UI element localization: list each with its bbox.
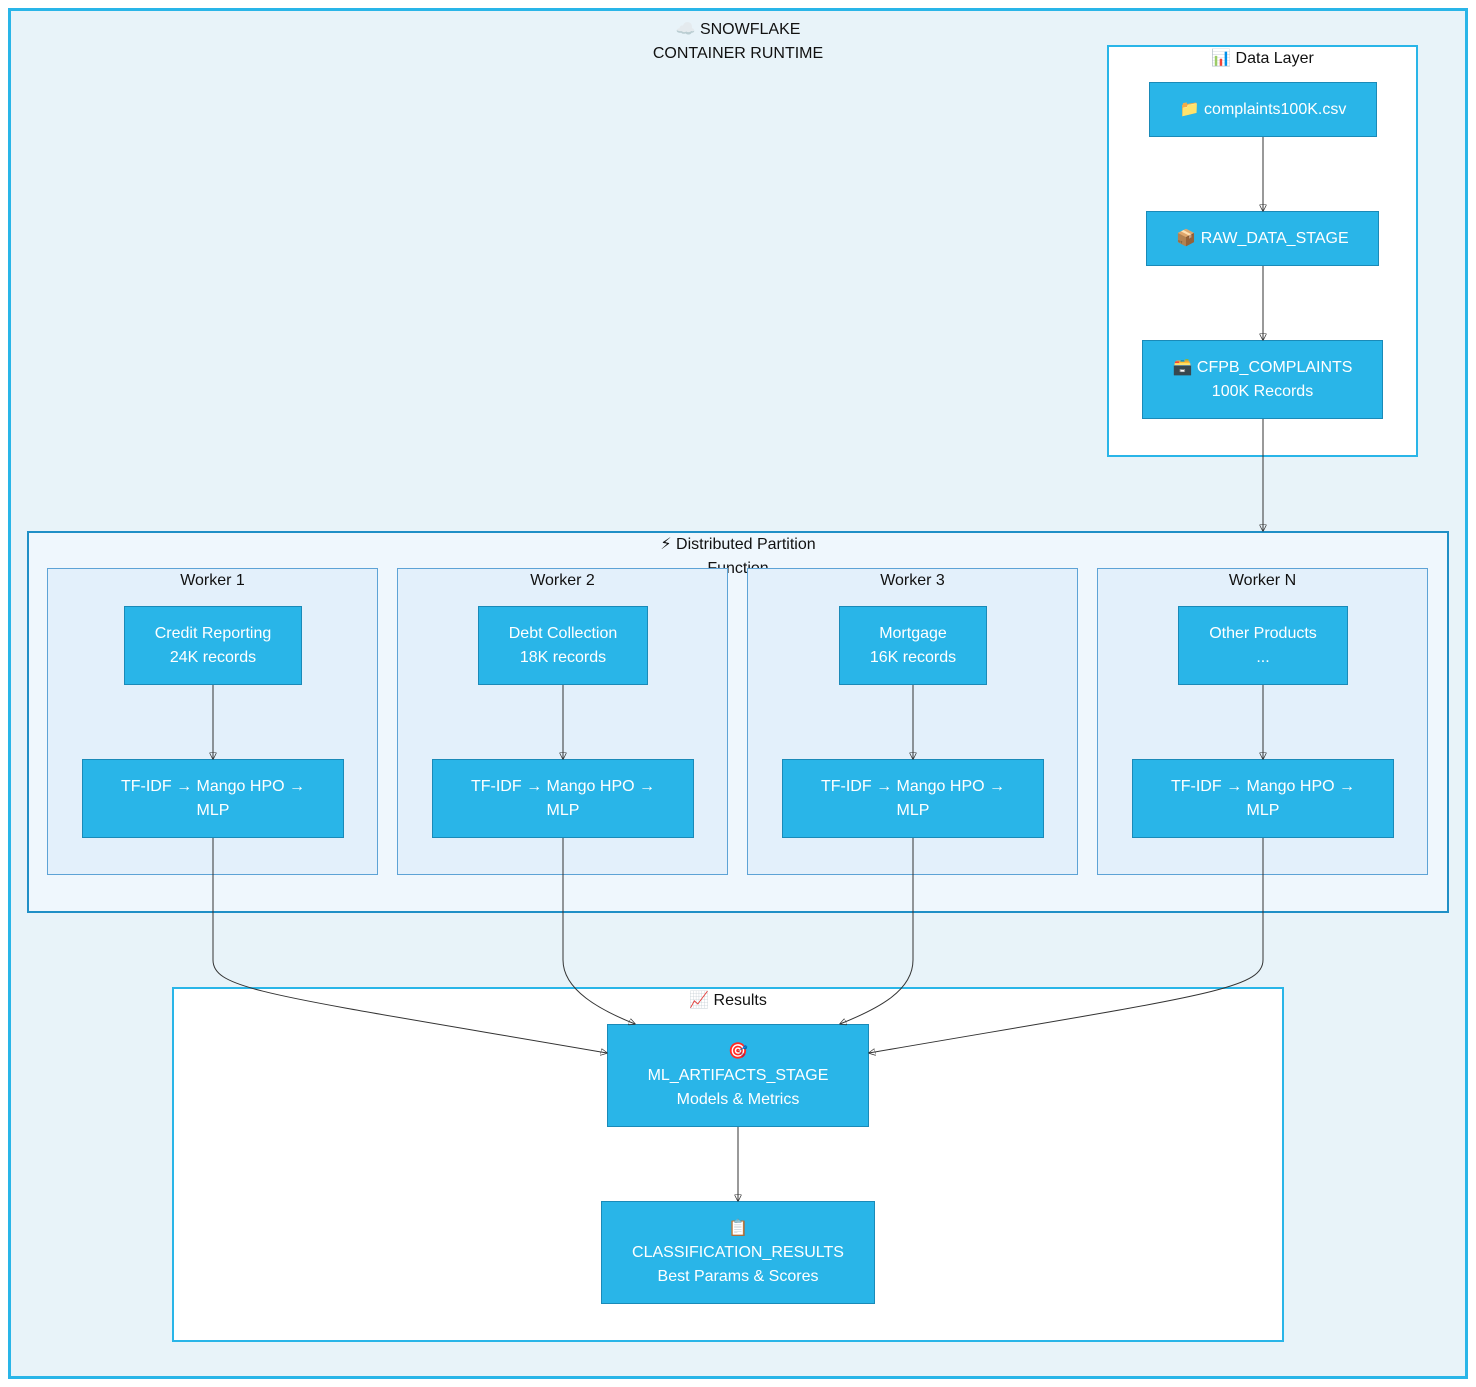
ml-artifacts-stage-subtitle: Models & Metrics <box>676 1090 800 1108</box>
worker-title-text: Worker N <box>1228 572 1297 589</box>
worker-title: Worker 2 <box>398 569 727 593</box>
cfpb-complaints-node[interactable]: 🗃️ CFPB_COMPLAINTS 100K Records <box>1142 340 1383 419</box>
pipeline-steps: TF-IDF → Mango HPO → <box>120 777 306 795</box>
partition-node[interactable]: Mortgage 16K records <box>839 606 987 685</box>
partition-name: Other Products <box>1209 624 1317 642</box>
pipeline-model: MLP <box>196 801 230 819</box>
pipeline-steps: TF-IDF → Mango HPO → <box>820 777 1006 795</box>
partition-count: 24K records <box>169 648 257 666</box>
classification-results-label: CLASSIFICATION_RESULTS <box>632 1243 844 1261</box>
pipeline-steps: TF-IDF → Mango HPO → <box>1170 777 1356 795</box>
classification-results-node[interactable]: 📋 CLASSIFICATION_RESULTS Best Params & S… <box>601 1201 875 1304</box>
partition-name: Credit Reporting <box>154 624 272 642</box>
cfpb-complaints-count: 100K Records <box>1211 382 1314 400</box>
target-icon: 🎯 <box>728 1042 748 1060</box>
worker-title-text: Worker 1 <box>180 572 245 589</box>
worker-title-text: Worker 3 <box>880 572 945 589</box>
cfpb-complaints-label: 🗃️ CFPB_COMPLAINTS <box>1172 358 1353 376</box>
partition-count: ... <box>1256 648 1270 666</box>
worker-title: Worker 3 <box>748 569 1077 593</box>
worker-title: Worker N <box>1098 569 1427 593</box>
partition-name: Mortgage <box>879 624 947 642</box>
pipeline-node[interactable]: TF-IDF → Mango HPO → MLP <box>432 759 694 838</box>
csv-file-node[interactable]: 📁 complaints100K.csv <box>1149 82 1377 137</box>
classification-results-subtitle: Best Params & Scores <box>657 1267 819 1285</box>
pipeline-node[interactable]: TF-IDF → Mango HPO → MLP <box>1132 759 1394 838</box>
results-title: 📈 Results <box>174 989 1282 1013</box>
partition-count: 18K records <box>519 648 607 666</box>
partition-node[interactable]: Credit Reporting 24K records <box>124 606 302 685</box>
worker-title: Worker 1 <box>48 569 377 593</box>
runtime-title: ☁️ SNOWFLAKE CONTAINER RUNTIME <box>11 18 1465 66</box>
worker-title-text: Worker 2 <box>530 572 595 589</box>
runtime-title-line1: ☁️ SNOWFLAKE <box>675 21 801 38</box>
partition-count: 16K records <box>869 648 957 666</box>
pipeline-model: MLP <box>1246 801 1280 819</box>
raw-data-stage-label: 📦 RAW_DATA_STAGE <box>1176 229 1349 247</box>
ml-artifacts-stage-label: ML_ARTIFACTS_STAGE <box>647 1066 829 1084</box>
distributed-title-line1: ⚡ Distributed Partition <box>660 536 816 553</box>
results-title-text: 📈 Results <box>689 992 767 1009</box>
partition-node[interactable]: Debt Collection 18K records <box>478 606 648 685</box>
runtime-title-line2: CONTAINER RUNTIME <box>652 45 824 62</box>
pipeline-node[interactable]: TF-IDF → Mango HPO → MLP <box>82 759 344 838</box>
pipeline-model: MLP <box>546 801 580 819</box>
clipboard-icon: 📋 <box>728 1219 748 1237</box>
partition-node[interactable]: Other Products ... <box>1178 606 1348 685</box>
ml-artifacts-stage-node[interactable]: 🎯 ML_ARTIFACTS_STAGE Models & Metrics <box>607 1024 869 1127</box>
raw-data-stage-node[interactable]: 📦 RAW_DATA_STAGE <box>1146 211 1379 266</box>
csv-file-label: 📁 complaints100K.csv <box>1179 100 1347 118</box>
pipeline-node[interactable]: TF-IDF → Mango HPO → MLP <box>782 759 1044 838</box>
data-layer-title: 📊 Data Layer <box>1109 47 1416 71</box>
data-layer-title-text: 📊 Data Layer <box>1211 50 1314 67</box>
pipeline-model: MLP <box>896 801 930 819</box>
partition-name: Debt Collection <box>508 624 618 642</box>
pipeline-steps: TF-IDF → Mango HPO → <box>470 777 656 795</box>
